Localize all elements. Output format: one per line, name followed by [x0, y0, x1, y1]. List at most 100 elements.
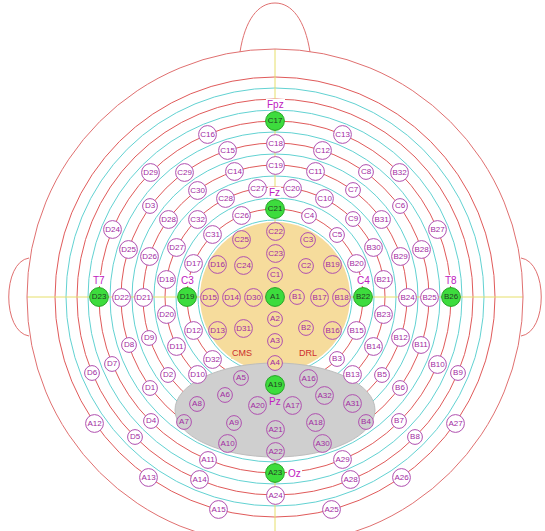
electrode-site: B9 — [450, 365, 466, 381]
electrode-outline — [429, 356, 447, 374]
electrode-outline — [235, 257, 253, 275]
electrode-site: B5 — [374, 367, 390, 383]
electrode-code: B6 — [395, 384, 405, 392]
electrode-code: B18 — [334, 294, 348, 302]
electrode-site: A7 — [176, 414, 192, 430]
nose-outline — [240, 3, 310, 52]
electrode-outline — [267, 223, 285, 241]
electrode-outline — [204, 351, 222, 369]
electrode-outline — [307, 414, 325, 432]
electrode-code: B14 — [366, 343, 380, 351]
electrode-code: D12 — [186, 327, 201, 335]
electrode-code: A27 — [448, 420, 462, 428]
electrode-outline — [451, 366, 466, 381]
electrode-site: A4 — [267, 355, 283, 371]
electrode-code: A2 — [270, 315, 280, 323]
electrode-code: C14 — [227, 168, 242, 176]
electrode-outline — [143, 381, 158, 396]
site-name: Pz — [268, 396, 282, 407]
electrode-site: B14 — [364, 337, 383, 356]
electrode-code: C23 — [268, 250, 283, 258]
electrode-site: T7D23 — [89, 287, 109, 307]
electrode-site: C22 — [266, 222, 285, 241]
electrode-code: A3 — [270, 337, 280, 345]
electrode-code: C26 — [234, 212, 249, 220]
electrode-code: B25 — [422, 294, 436, 302]
electrode-site: C18 — [266, 134, 285, 153]
electrode-outline — [113, 289, 131, 307]
electrode-site: A27 — [446, 414, 465, 433]
electrode-outline — [161, 368, 176, 383]
electrode-code: D15 — [202, 294, 217, 302]
electrode-code: B22 — [356, 293, 370, 301]
electrode-code: A29 — [335, 456, 349, 464]
electrode-code: B29 — [393, 253, 407, 261]
electrode-code: A26 — [394, 474, 408, 482]
ring-line — [187, 209, 363, 385]
electrode-code: B4 — [361, 418, 371, 426]
electrode-site: D31 — [234, 319, 253, 338]
electrode-site: C8 — [358, 164, 374, 180]
electrode-code: B30 — [366, 244, 380, 252]
electrode-code: B13 — [345, 371, 359, 379]
electrode-site: C4 — [301, 208, 317, 224]
electrode-site: B25 — [420, 288, 439, 307]
electrode-code: A20 — [250, 402, 264, 410]
electrode-code: A21 — [268, 426, 282, 434]
electrode-site: D5 — [127, 429, 143, 445]
electrode-site: D3 — [142, 198, 158, 214]
ear-outline — [9, 258, 29, 336]
electrode-outline — [284, 180, 302, 198]
electrode-outline — [204, 226, 222, 244]
electrode-code: B5 — [377, 371, 387, 379]
electrode-code: B26 — [444, 293, 458, 301]
electrode-site: B2 — [298, 320, 314, 336]
electrode-outline — [266, 376, 285, 395]
electrode-site: B12 — [391, 328, 410, 347]
electrode-code: D19 — [180, 293, 195, 301]
electrode-site: B20 — [347, 254, 366, 273]
electrode-code: D13 — [210, 327, 225, 335]
electrode-code: B19 — [325, 261, 339, 269]
electrode-code: B27 — [430, 226, 444, 234]
electrode-site: B24 — [398, 288, 417, 307]
electrode-outline — [365, 239, 383, 257]
electrode-code: D28 — [161, 216, 176, 224]
electrode-code: C2 — [301, 262, 311, 270]
electrode-site: C12 — [313, 141, 332, 160]
electrode-code: C10 — [317, 195, 332, 203]
electrode-site: C11 — [306, 162, 325, 181]
electrode-code: A9 — [229, 419, 239, 427]
electrode-outline — [442, 288, 461, 307]
electrode-outline — [143, 199, 158, 214]
electrode-site: C31 — [203, 225, 222, 244]
electrode-code: B10 — [430, 361, 444, 369]
electrode-outline — [249, 180, 267, 198]
electrode-outline — [300, 370, 318, 388]
electrode-code: C17 — [268, 117, 283, 125]
electrode-outline — [314, 435, 332, 453]
electrode-site: A12 — [85, 414, 104, 433]
electrode-site: B15 — [347, 321, 366, 340]
electrode-code: C28 — [218, 195, 233, 203]
ring-line — [77, 99, 473, 495]
electrode-outline — [142, 331, 157, 346]
site-name: T8 — [444, 275, 458, 286]
electrode-code: C31 — [205, 231, 220, 239]
electrode-outline — [344, 366, 362, 384]
electrode-code: D4 — [146, 417, 156, 425]
electrode-outline — [334, 126, 352, 144]
electrode-outline — [413, 337, 430, 354]
electrode-outline — [375, 306, 393, 324]
electrode-outline — [223, 289, 241, 307]
electrode-site: C27 — [248, 179, 267, 198]
electrode-outline — [324, 256, 342, 274]
electrode-code: A32 — [317, 392, 331, 400]
electrode-site: B7 — [391, 413, 407, 429]
electrode-code: A6 — [220, 391, 230, 399]
electrode-code: B17 — [312, 294, 326, 302]
electrode-outline — [268, 312, 283, 327]
electrode-code: D20 — [159, 311, 174, 319]
ring-line — [55, 77, 495, 517]
electrode-outline — [348, 255, 366, 273]
